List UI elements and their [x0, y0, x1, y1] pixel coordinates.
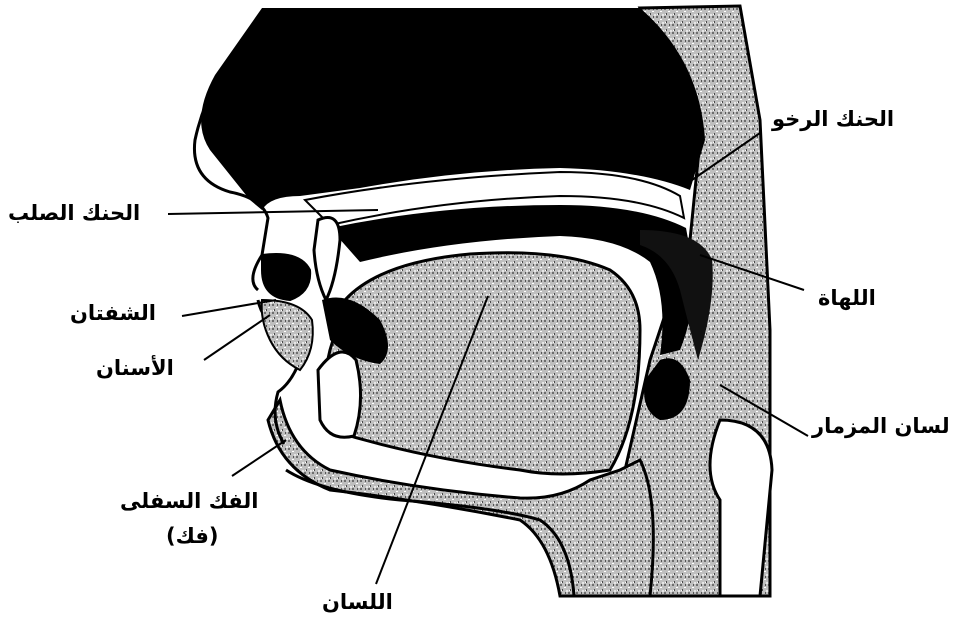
tongue — [325, 253, 640, 474]
leader-teeth — [204, 315, 270, 360]
label-lower-jaw-alt: (فك) — [166, 524, 219, 548]
lower-lip-fill — [262, 300, 313, 370]
upper-lip — [262, 254, 310, 300]
label-lower-jaw: الفك السفلى — [120, 489, 258, 513]
lower-teeth — [318, 352, 361, 437]
label-hard-palate: الحنك الصلب — [8, 201, 140, 225]
label-teeth: الأسنان — [96, 356, 174, 380]
label-tongue: اللسان — [322, 590, 393, 614]
trachea — [710, 420, 772, 596]
label-epiglottis: لسان المزمار — [812, 414, 950, 438]
label-soft-palate: الحنك الرخو — [772, 107, 894, 131]
upper-teeth — [314, 218, 340, 301]
leader-lower-jaw — [232, 440, 286, 476]
label-uvula: اللهاة — [818, 286, 876, 310]
label-lips: الشفتان — [70, 301, 156, 325]
